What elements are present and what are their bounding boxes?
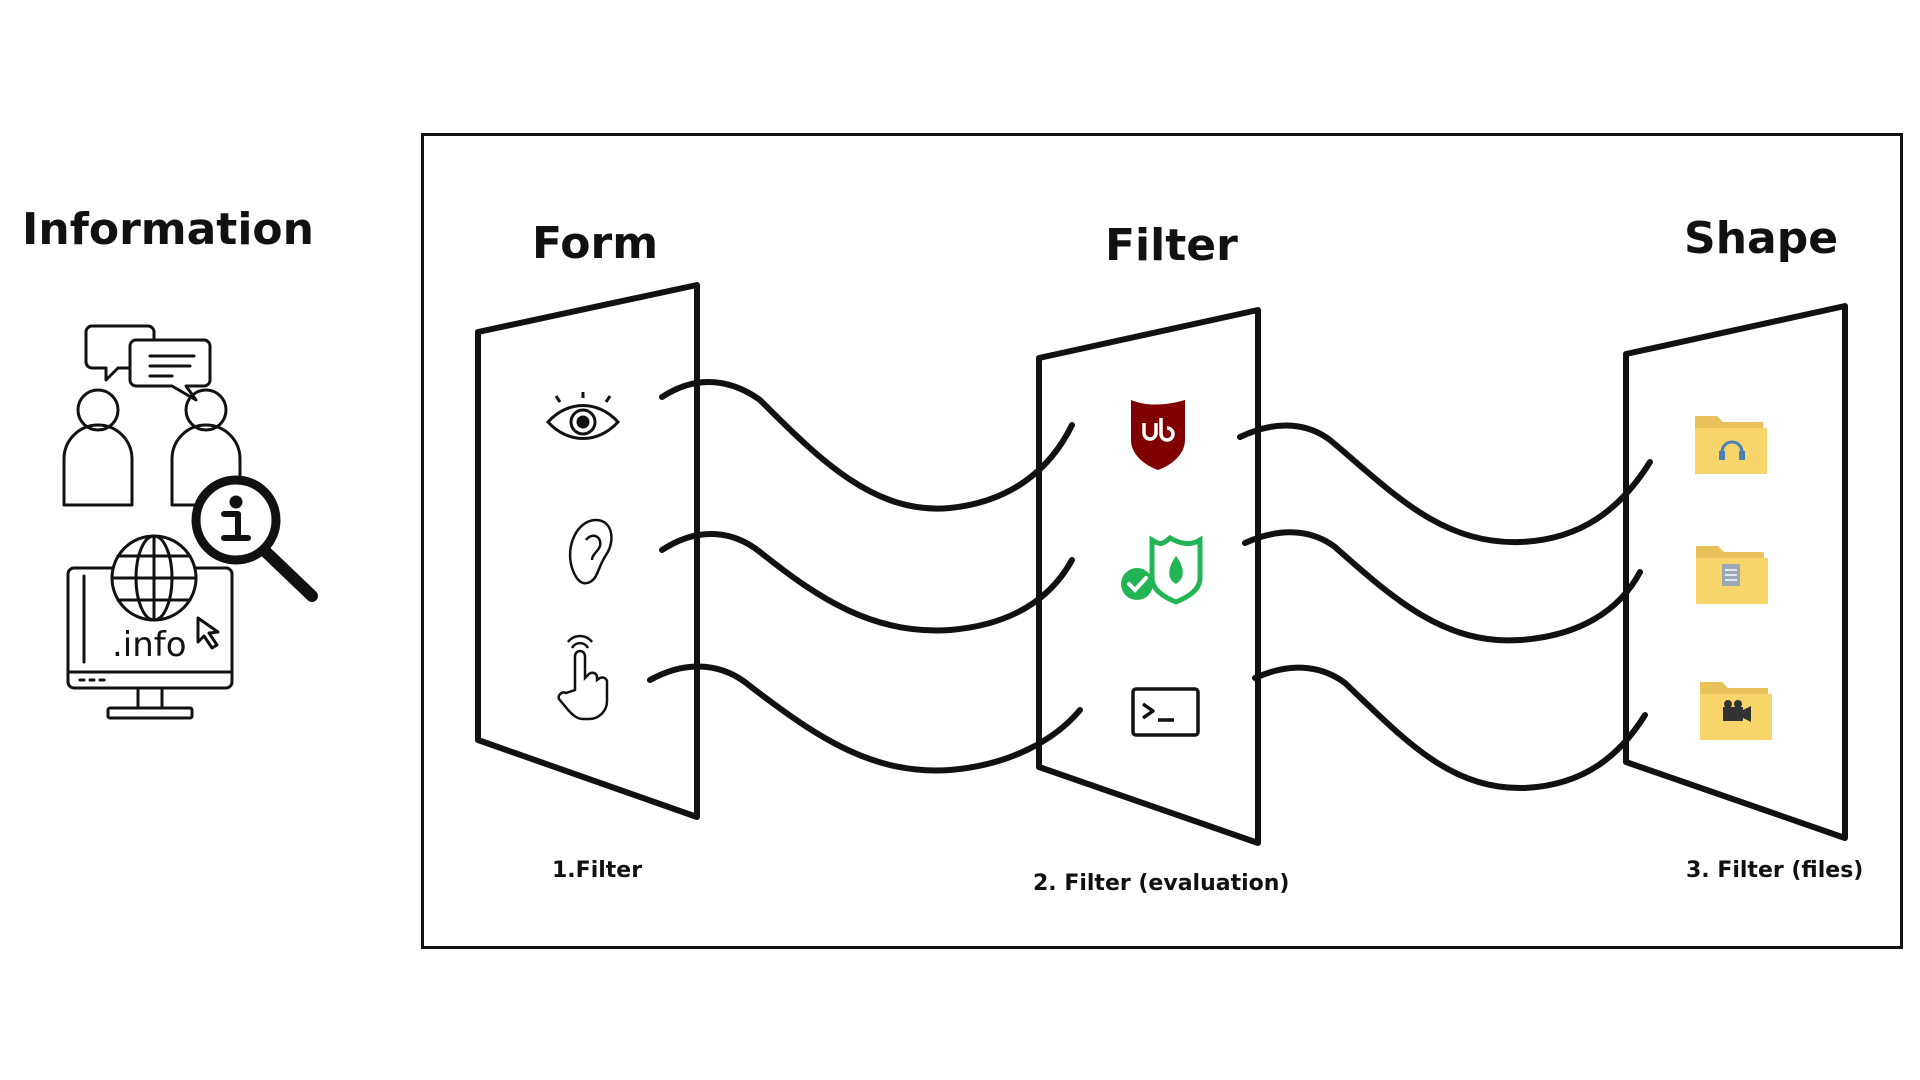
terminal-icon xyxy=(1131,687,1200,737)
cursor-icon xyxy=(196,616,220,650)
chat-bubble-icon xyxy=(128,338,212,402)
video-folder-icon xyxy=(1700,682,1772,740)
magnifier-info-icon xyxy=(191,475,318,602)
info-domain-text: .info xyxy=(112,625,187,665)
connector-wave xyxy=(647,663,1083,774)
connector-wave xyxy=(1242,529,1643,644)
filter-panel xyxy=(1036,307,1261,846)
globe-icon xyxy=(110,534,198,622)
form-panel xyxy=(475,282,700,820)
shape-panel xyxy=(1623,303,1848,841)
connector-wave xyxy=(1237,422,1653,546)
audio-folder-icon xyxy=(1695,416,1767,474)
ear-icon xyxy=(568,518,613,585)
person-icon xyxy=(170,388,242,507)
caption-filter-1: 1.Filter xyxy=(552,858,643,883)
caption-filter-2: 2. Filter (evaluation) xyxy=(1033,871,1290,896)
form-heading: Form xyxy=(532,218,659,269)
person-icon xyxy=(62,388,134,507)
connector-wave xyxy=(659,530,1075,634)
information-illustration: .info xyxy=(62,324,318,720)
caption-filter-3: 3. Filter (files) xyxy=(1686,858,1864,883)
connector-wave xyxy=(1252,664,1648,792)
touch-hand-icon xyxy=(557,634,609,721)
filter-heading: Filter xyxy=(1105,220,1238,271)
information-title: Information xyxy=(22,204,314,255)
process-frame xyxy=(421,133,1903,949)
speech-bubble-icon xyxy=(84,324,156,382)
ublock-shield-icon xyxy=(1131,400,1185,470)
connector-wave xyxy=(659,379,1075,512)
document-folder-icon xyxy=(1696,546,1768,604)
firewall-shield-icon xyxy=(1121,534,1203,605)
shape-heading: Shape xyxy=(1684,213,1839,264)
eye-icon xyxy=(545,392,621,440)
